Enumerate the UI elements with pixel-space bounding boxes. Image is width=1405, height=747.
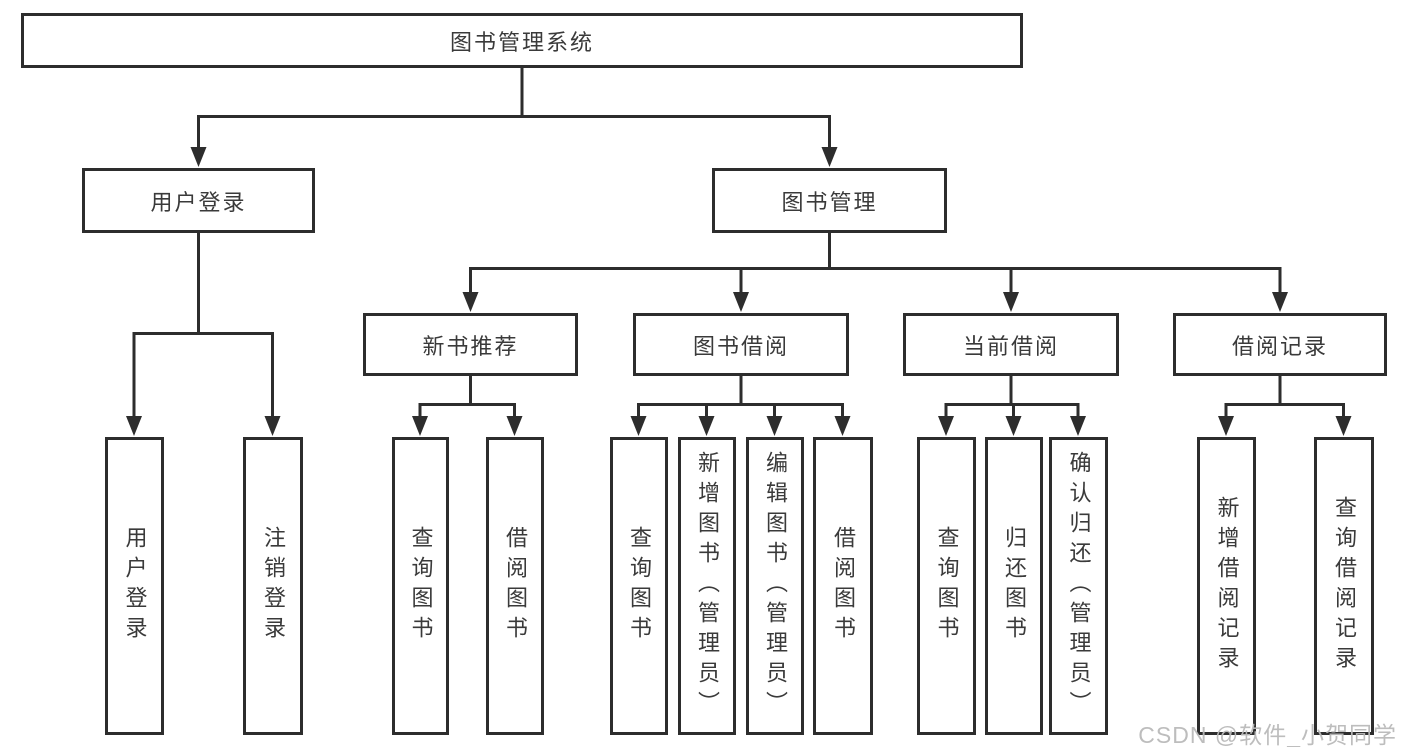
connector-current-borrow-children	[938, 376, 1086, 436]
connector-book-borrow-children	[630, 376, 851, 436]
node-library-system: 图书管理系统	[21, 13, 1023, 68]
leaf-logout: 注销登录	[243, 437, 303, 735]
leaf-user-login: 用户登录	[105, 437, 164, 735]
node-user-login: 用户登录	[82, 168, 315, 233]
node-current-borrow: 当前借阅	[903, 313, 1119, 376]
node-book-borrow: 图书借阅	[633, 313, 849, 376]
connector-user-login-children	[126, 233, 281, 436]
leaf-return-book: 归还图书	[985, 437, 1043, 735]
leaf-borrow-books-recommend: 借阅图书	[486, 437, 544, 735]
connector-new-book-children	[412, 376, 523, 436]
leaf-add-borrow-record: 新增借阅记录	[1197, 437, 1256, 735]
connector-book-management-children	[462, 233, 1288, 312]
leaf-query-borrow-record: 查询借阅记录	[1314, 437, 1374, 735]
leaf-confirm-return-admin: 确认归还（管理员）	[1049, 437, 1108, 735]
leaf-query-books-current: 查询图书	[917, 437, 976, 735]
leaf-query-books-recommend: 查询图书	[392, 437, 449, 735]
node-borrow-records: 借阅记录	[1173, 313, 1387, 376]
connector-borrow-records-children	[1218, 376, 1352, 436]
leaf-borrow-books: 借阅图书	[813, 437, 873, 735]
node-book-management: 图书管理	[712, 168, 947, 233]
node-new-book-recommend: 新书推荐	[363, 313, 578, 376]
connector-root-to-level2	[190, 68, 838, 167]
leaf-edit-book-admin: 编辑图书（管理员）	[746, 437, 804, 735]
leaf-add-book-admin: 新增图书（管理员）	[678, 437, 736, 735]
leaf-query-books-borrow: 查询图书	[610, 437, 668, 735]
